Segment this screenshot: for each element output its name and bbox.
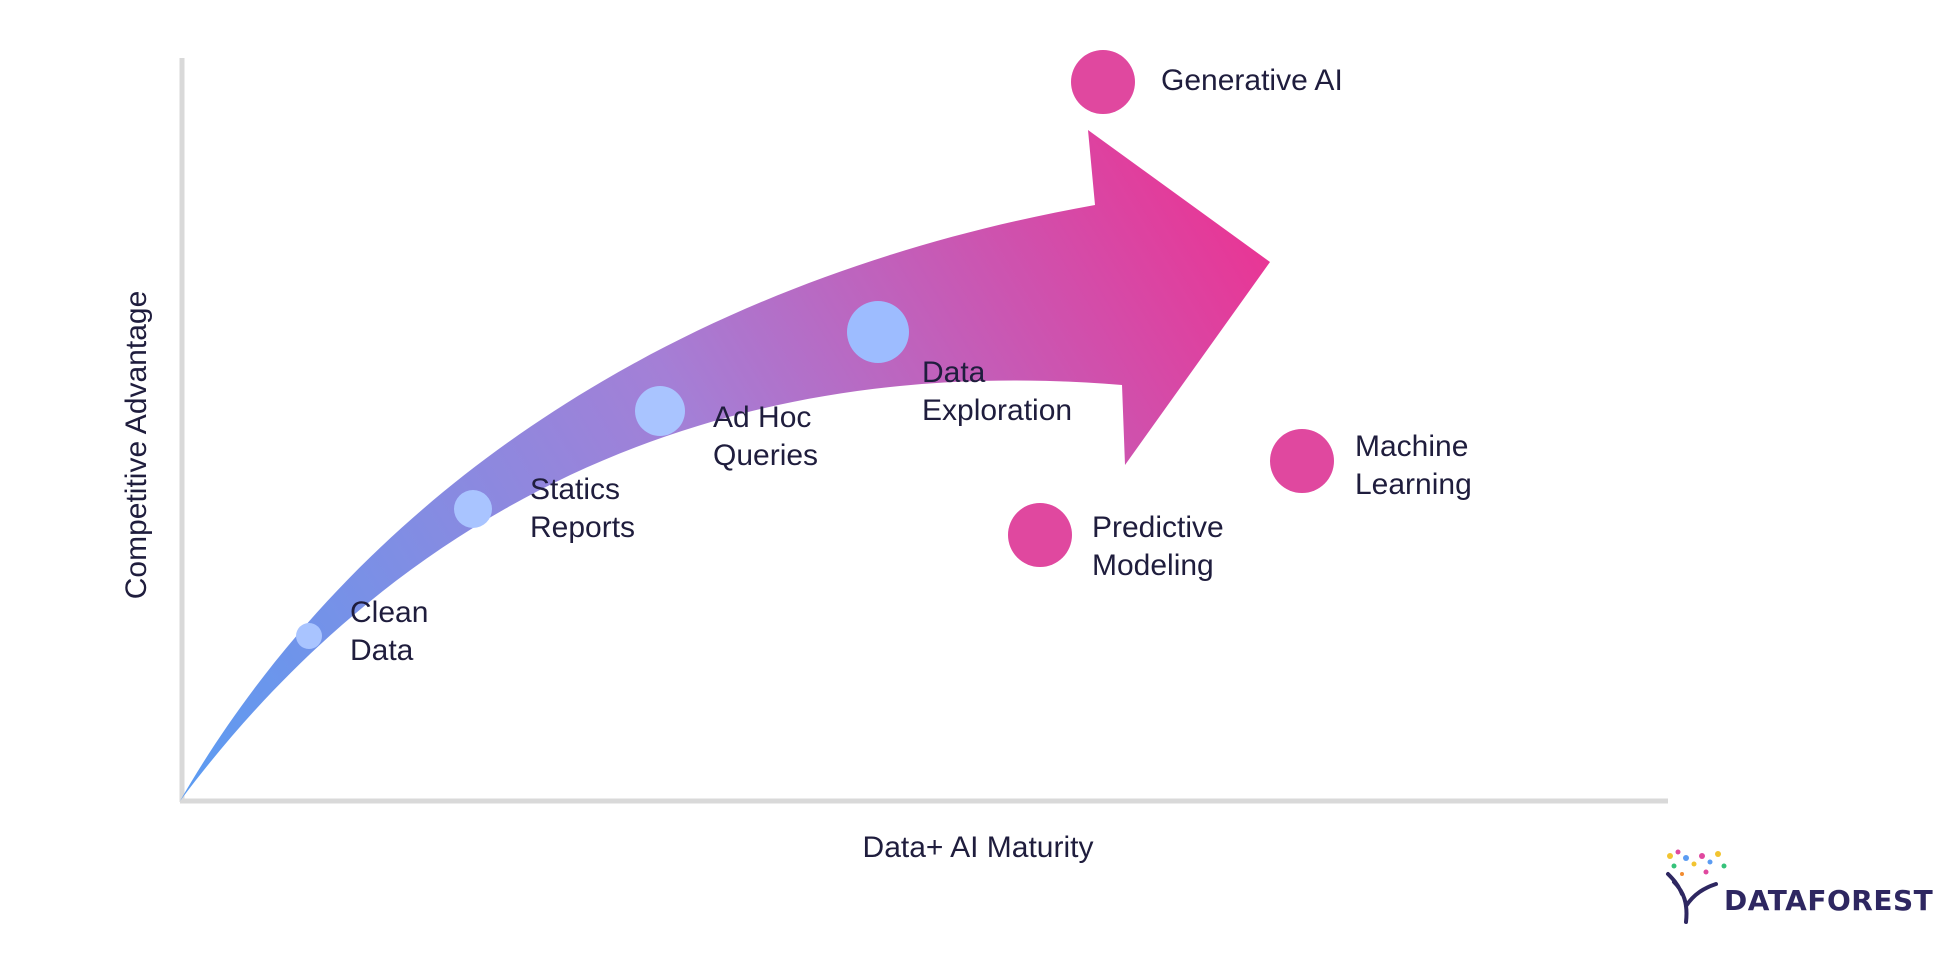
stage-dot-data-exploration <box>847 301 909 363</box>
x-axis-title: Data+ AI Maturity <box>862 831 1094 864</box>
label-line: Statics <box>530 473 621 506</box>
dataforest-logo: DATAFOREST <box>1664 844 1933 924</box>
stage-dot-statics-reports <box>454 490 492 528</box>
label-line: Reports <box>530 511 636 544</box>
growth-arrow <box>180 130 1270 801</box>
label-generative-ai: Generative AI <box>1161 62 1343 100</box>
label-clean-data: Clean Data <box>350 594 428 670</box>
label-line: Ad Hoc <box>713 401 812 434</box>
label-line: Clean <box>350 596 429 629</box>
label-machine-learning: Machine Learning <box>1355 428 1472 504</box>
label-line: Data <box>350 634 414 667</box>
label-line: Predictive <box>1092 511 1224 544</box>
label-line: Generative AI <box>1161 64 1343 97</box>
label-line: Learning <box>1355 468 1472 501</box>
label-line: Exploration <box>922 394 1073 427</box>
y-axis-title: Competitive Advantage <box>120 290 153 600</box>
label-predictive-modeling: Predictive Modeling <box>1092 509 1224 585</box>
label-line: Queries <box>713 439 819 472</box>
stage-dot-predictive-modeling <box>1008 503 1072 567</box>
label-ad-hoc-queries: Ad Hoc Queries <box>713 399 818 475</box>
stage-dot-clean-data <box>296 623 322 649</box>
label-line: Data <box>922 356 986 389</box>
tree-logo-icon <box>1666 849 1727 924</box>
stage-dot-ad-hoc-queries <box>635 386 685 436</box>
logo-wordmark: DATAFOREST <box>1724 884 1934 917</box>
stage-dot-machine-learning <box>1270 429 1334 493</box>
label-data-exploration: Data Exploration <box>922 354 1072 430</box>
label-line: Machine <box>1355 430 1469 463</box>
stage-dot-generative-ai <box>1071 50 1135 114</box>
label-statics-reports: Statics Reports <box>530 471 635 547</box>
label-line: Modeling <box>1092 549 1214 582</box>
